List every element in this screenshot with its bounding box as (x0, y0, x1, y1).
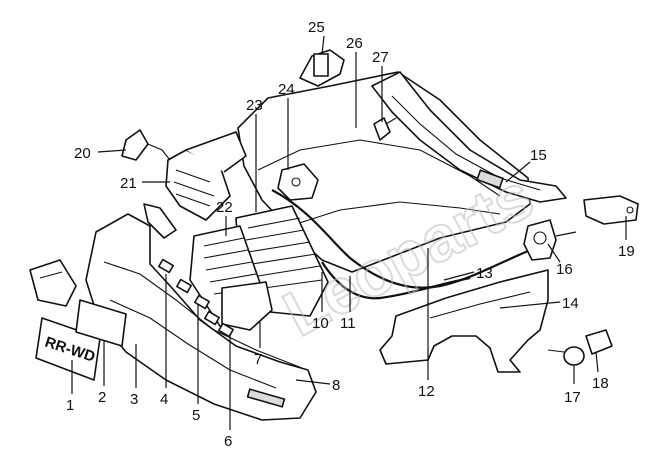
hood-hinge-bracket (299, 49, 345, 87)
label-10: 10 (312, 315, 329, 332)
aux-lamp-part (29, 259, 77, 307)
hood-latch-part (277, 163, 319, 201)
bumper-bracket-part (143, 203, 177, 239)
label-20: 20 (74, 145, 91, 162)
label-27: 27 (372, 49, 389, 66)
side-indicator-part (547, 329, 613, 366)
label-17: 17 (564, 389, 581, 406)
label-22: 22 (216, 199, 233, 216)
leader-lines (71, 35, 627, 430)
label-13: 13 (476, 265, 493, 282)
label-25: 25 (308, 19, 325, 36)
release-cable (271, 189, 541, 289)
label-2: 2 (98, 389, 106, 406)
label-18: 18 (592, 375, 609, 392)
fender-part (379, 269, 549, 373)
label-16: 16 (556, 261, 573, 278)
label-1: 1 (66, 397, 74, 414)
label-24: 24 (278, 81, 295, 98)
cable-bracket-part (523, 219, 577, 261)
label-12: 12 (418, 383, 435, 400)
label-23: 23 (246, 97, 263, 114)
headlamp-part (165, 131, 247, 221)
clip-part (373, 117, 397, 141)
label-15: 15 (530, 147, 547, 164)
label-11: 11 (340, 315, 356, 332)
label-19: 19 (618, 243, 635, 260)
clip-set-part (158, 258, 234, 338)
label-14: 14 (562, 295, 579, 312)
cowl-panel-part (371, 71, 567, 203)
label-21: 21 (120, 175, 137, 192)
label-26: 26 (346, 35, 363, 52)
side-bracket-part (583, 195, 639, 225)
grille-trim-part (221, 281, 273, 331)
bulb-holder-part (121, 129, 171, 161)
callout-labels: 1 2 3 4 5 6 7 8 10 11 12 13 14 16 17 18 … (66, 19, 635, 450)
label-5: 5 (192, 407, 200, 424)
release-cable-lower (321, 261, 471, 300)
label-4: 4 (160, 391, 168, 408)
label-7: 7 (254, 351, 262, 368)
plate-mount-part (75, 299, 127, 347)
label-3: 3 (130, 391, 138, 408)
label-8: 8 (332, 377, 340, 394)
label-6: 6 (224, 433, 232, 450)
